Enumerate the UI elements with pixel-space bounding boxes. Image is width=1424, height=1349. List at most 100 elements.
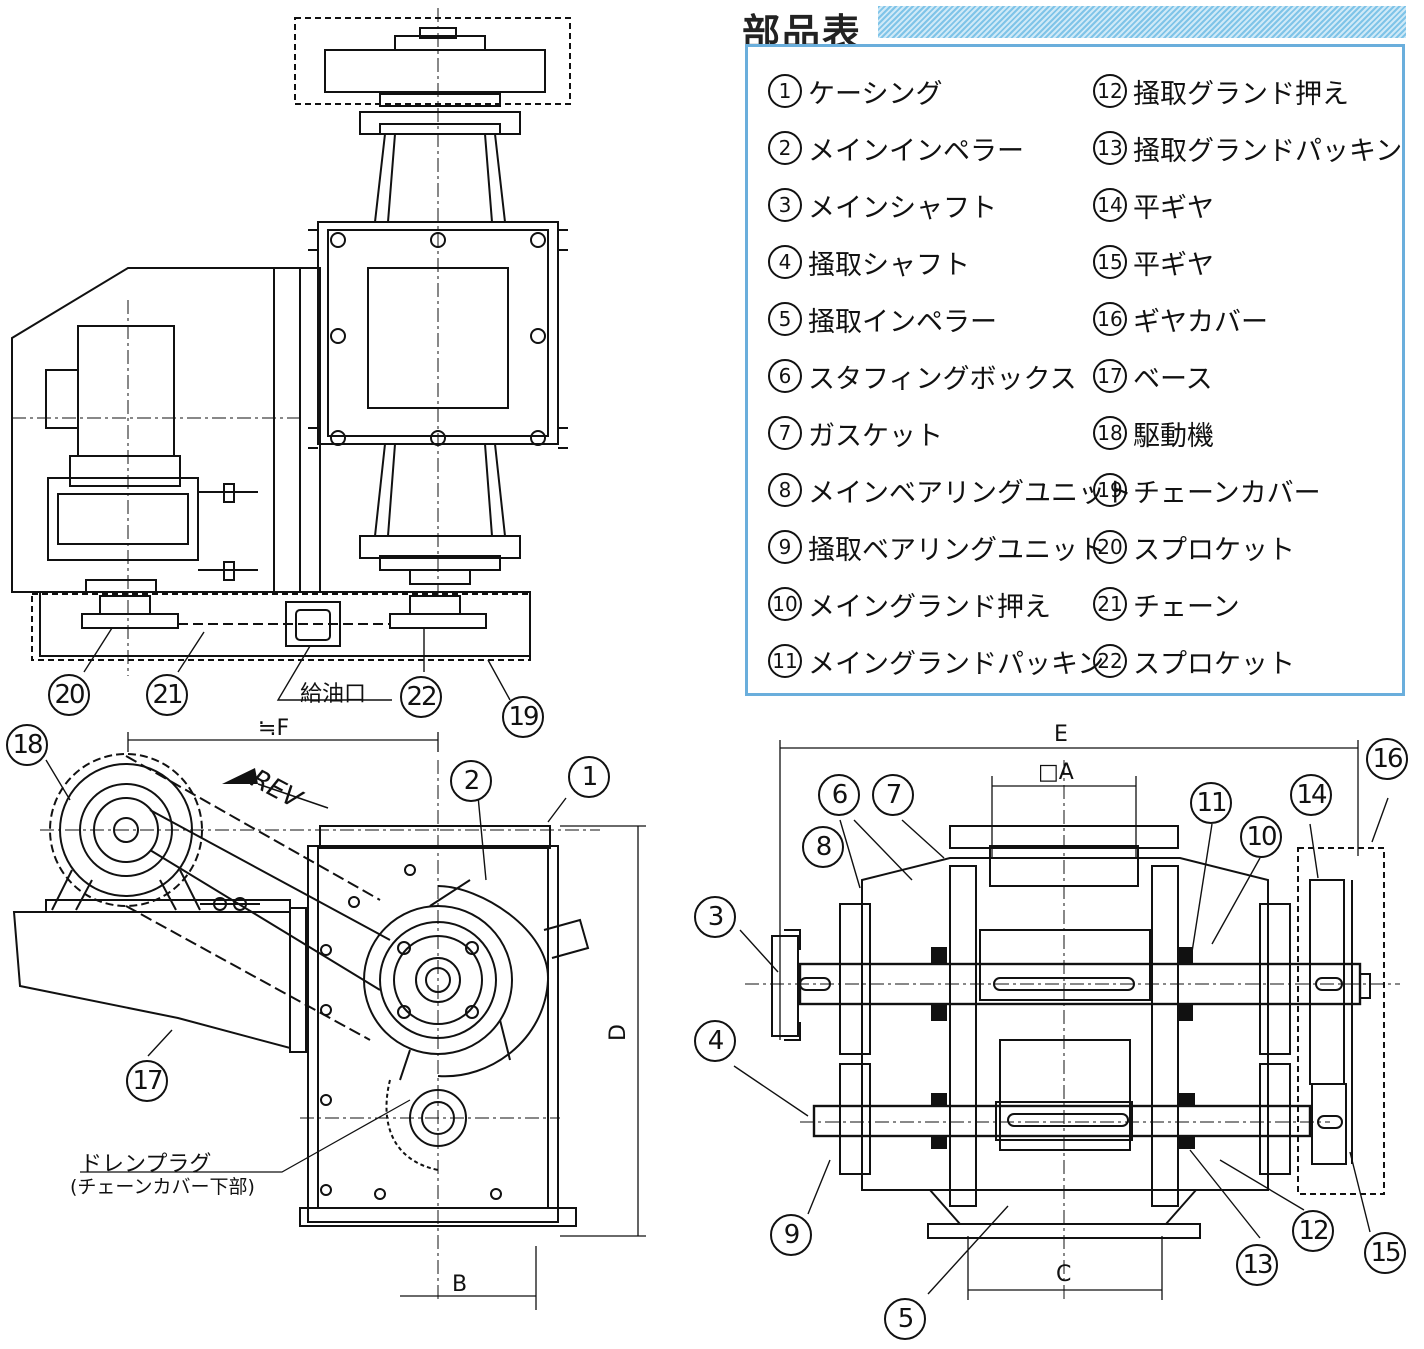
dim-b-label: B xyxy=(452,1272,468,1297)
section-view xyxy=(733,740,1400,1300)
callout-2: 2 xyxy=(450,760,492,802)
callout-18: 18 xyxy=(6,724,48,766)
sprocket-20-plan xyxy=(81,613,179,629)
part-name: ギヤカバー xyxy=(1133,306,1268,338)
callout-16: 16 xyxy=(1366,738,1408,780)
part-name: 平ギヤ xyxy=(1133,192,1214,224)
part-number: 6 xyxy=(768,359,802,393)
title-band xyxy=(878,6,1406,38)
motor-plan xyxy=(77,325,175,457)
part-number: 5 xyxy=(768,302,802,336)
part-number: 7 xyxy=(768,416,802,450)
part-number: 11 xyxy=(768,644,802,678)
callout-20: 20 xyxy=(48,674,90,716)
callout-1: 1 xyxy=(568,756,610,798)
part-number: 17 xyxy=(1093,359,1127,393)
part-number: 22 xyxy=(1093,644,1127,678)
lower-bearing-flange xyxy=(359,535,521,559)
top-pulley-hub xyxy=(394,35,486,51)
callout-4: 4 xyxy=(694,1020,736,1062)
coupling-flange xyxy=(771,935,799,1037)
casing-section xyxy=(861,857,1269,1191)
callout-13: 13 xyxy=(1236,1244,1278,1286)
part-name: 駆動機 xyxy=(1133,420,1214,452)
part-name: スプロケット xyxy=(1133,534,1295,566)
part-name: スタフィングボックス xyxy=(808,363,1077,395)
nozzle xyxy=(543,918,590,959)
sprocket-22-plan xyxy=(389,613,487,629)
part-name: ガスケット xyxy=(808,420,943,452)
dim-e-label: E xyxy=(1054,722,1068,747)
reducer-plan xyxy=(47,477,199,561)
part-name: メイングランドパッキン xyxy=(808,648,1105,680)
oil-port-label: 給油口 xyxy=(300,682,367,707)
dim-a-label: □A xyxy=(1038,760,1074,785)
part-name: メインベアリングユニット xyxy=(808,477,1132,509)
part-number: 21 xyxy=(1093,587,1127,621)
part-number: 9 xyxy=(768,530,802,564)
part-number: 16 xyxy=(1093,302,1127,336)
callout-5: 5 xyxy=(884,1298,926,1340)
callout-7: 7 xyxy=(872,774,914,816)
part-name: 掻取ベアリングユニット xyxy=(808,534,1105,566)
part-name: 掻取インペラー xyxy=(808,306,997,338)
part-number: 2 xyxy=(768,131,802,165)
part-name: メインシャフト xyxy=(808,192,997,224)
callout-15: 15 xyxy=(1364,1232,1406,1274)
part-name: メインインペラー xyxy=(808,135,1024,167)
callout-21: 21 xyxy=(146,674,188,716)
drain-plug-label: ドレンプラグ xyxy=(80,1152,212,1177)
callout-17: 17 xyxy=(126,1060,168,1102)
callout-11: 11 xyxy=(1190,782,1232,824)
part-name: 掻取グランドパッキン xyxy=(1133,135,1403,167)
motor-housing xyxy=(11,267,301,593)
part-number: 20 xyxy=(1093,530,1127,564)
callout-22: 22 xyxy=(400,676,442,718)
top-pulley xyxy=(324,49,546,93)
callout-19: 19 xyxy=(502,696,544,738)
part-number: 8 xyxy=(768,473,802,507)
part-number: 3 xyxy=(768,188,802,222)
part-name: 掻取グランド押え xyxy=(1133,78,1349,110)
part-number: 1 xyxy=(768,74,802,108)
gear-cover-section xyxy=(1297,847,1385,1195)
part-name: メイングランド押え xyxy=(808,591,1051,623)
dim-f-label: ≒F xyxy=(258,716,290,741)
part-number: 18 xyxy=(1093,416,1127,450)
part-name: チェーン xyxy=(1133,591,1240,623)
dim-d-label: D xyxy=(605,1024,631,1041)
part-name: 平ギヤ xyxy=(1133,249,1214,281)
callout-6: 6 xyxy=(818,774,860,816)
part-number: 4 xyxy=(768,245,802,279)
part-number: 10 xyxy=(768,587,802,621)
part-name: 掻取シャフト xyxy=(808,249,970,281)
callout-3: 3 xyxy=(694,896,736,938)
callout-8: 8 xyxy=(802,826,844,868)
side-view xyxy=(12,732,646,1310)
part-number: 12 xyxy=(1093,74,1127,108)
part-name: ベース xyxy=(1133,363,1213,395)
part-number: 14 xyxy=(1093,188,1127,222)
base-frame xyxy=(12,911,291,1050)
part-number: 19 xyxy=(1093,473,1127,507)
